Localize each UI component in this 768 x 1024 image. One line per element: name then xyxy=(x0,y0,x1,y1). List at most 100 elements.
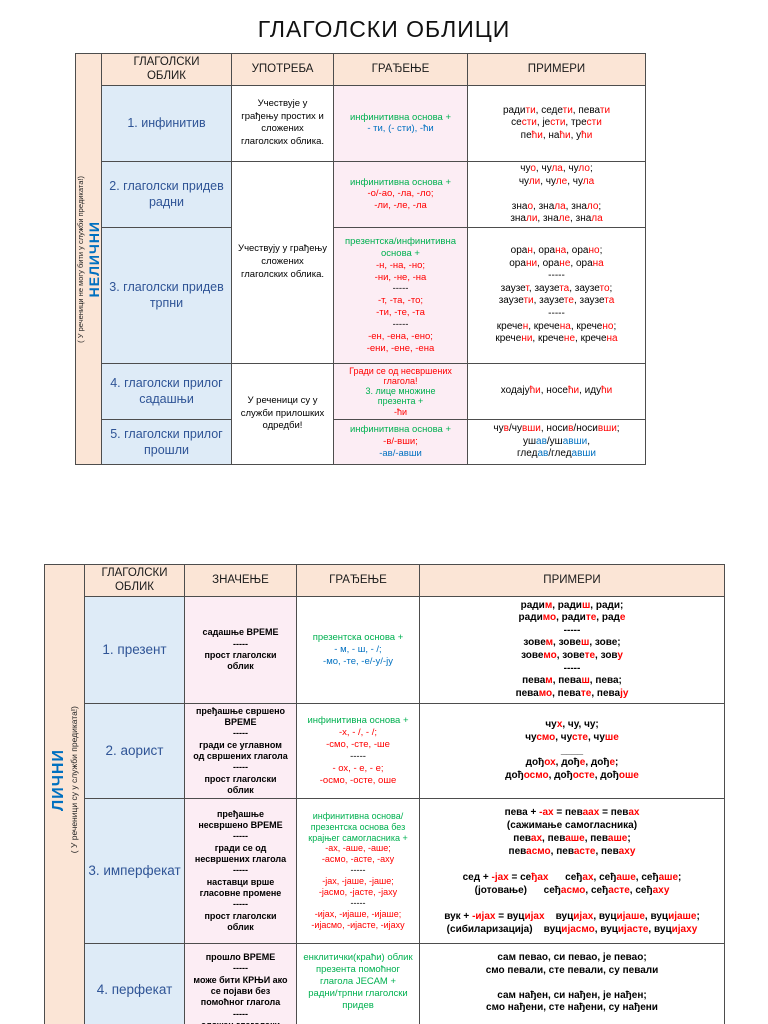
text-line: радимо, радите, раде xyxy=(518,612,626,624)
build-prilog-sadasnji: Гради се од несвршених глагола!3. лице м… xyxy=(333,362,468,420)
text-line: (сибиларизација) вуцијасмо, вуцијасте, в… xyxy=(446,923,698,935)
text-line: наставци врше гласовне промене xyxy=(199,876,282,898)
examples-prilog-prosli: чув/чувши, носив/носивши;ушав/ушавши,гле… xyxy=(467,418,646,465)
t2-side-label: ЛИЧНИ xyxy=(50,748,67,811)
text-line: -о/-ао, -ла, -ло; xyxy=(367,188,434,200)
t2-side-note: ( У реченици су у служби предиката!) xyxy=(69,706,79,854)
text-line xyxy=(423,858,721,871)
text-line: вук + -ијах = вуцијах вуцијах, вуцијаше,… xyxy=(444,910,700,922)
text-line: певам, певаш, пева; xyxy=(522,675,622,687)
text-line: заузет, заузета, заузето; xyxy=(500,282,613,294)
text-line: -ен, -ена, -ено; xyxy=(368,331,433,343)
page-title: ГЛАГОЛСКИ ОБЛИЦИ xyxy=(257,16,511,42)
text-line: (сажимање самогласника) xyxy=(506,819,638,831)
t1-side-band: ( У реченици не могу бити у служби преди… xyxy=(75,53,102,465)
use-pridevi-merged: Учествују у грађењу сложених глаголских … xyxy=(231,160,334,364)
text-line: Гради се од несвршених глагола! xyxy=(349,366,455,387)
text-line: чуо, чула, чуло; xyxy=(520,162,593,174)
meaning-imperfekat: пређашње несвршено ВРЕМЕ-----гради се од… xyxy=(184,797,297,944)
text-line: -ијах, -ијаше, -ијаше; xyxy=(314,909,402,920)
text-line: ----- xyxy=(233,963,248,974)
text-line: -ијасмо, -ијасте, -ијаху xyxy=(311,920,405,931)
text-line: гради се углавном од свршених глагола xyxy=(193,739,288,761)
text-line: -т, -та, -то; xyxy=(377,295,424,307)
use-prilozi-merged: У реченици су у служби прилошких одредби… xyxy=(231,362,334,465)
use-infinitiv: Учествује у грађењу простих и сложених г… xyxy=(231,84,334,162)
t1-row-pridev-trpni: 3. глаголски придев трпни презентска/инф… xyxy=(76,226,646,364)
text-line: ----- xyxy=(233,899,248,910)
form-name-infinitiv: 1. инфинитив xyxy=(101,84,232,162)
text-line: певах, певаше, певаше; xyxy=(513,832,631,844)
t2-header-examples: ПРИМЕРИ xyxy=(419,563,725,597)
text-line: сед + -јах = сеђах сеђах, сеђаше, сеђаше… xyxy=(462,871,682,883)
text-line: гледав/гледавши xyxy=(516,448,597,460)
text-line: пређашње несвршено ВРЕМЕ xyxy=(198,808,283,830)
text-line: ----- xyxy=(392,283,409,295)
text-line: смо певали, сте певали, су певали xyxy=(485,964,659,976)
text-line: смо нађени, сте нађени, су нађени xyxy=(486,1002,658,1014)
t1-row-prilog-prosli: 5. глаголски прилог прошли инфинитивна о… xyxy=(76,418,646,465)
text-line: -јасмо, -јасте, -јаху xyxy=(318,887,398,898)
t2-row-prezent: 1. презент садашње ВРЕМЕ ----- прост глаго… xyxy=(45,595,725,704)
text-line: пева + -ах = певаах = певах xyxy=(504,806,640,818)
text-line: презента + xyxy=(377,396,424,407)
text-line: ГЛАГОЛСКИ xyxy=(133,56,200,68)
text-line: инфинитивна основа + xyxy=(349,176,452,188)
form-name-prezent: 1. презент xyxy=(84,595,185,704)
text-line: презентска/инфинитивна xyxy=(344,235,457,247)
text-line: ----- xyxy=(233,865,248,876)
examples-aorist: чух, чу, чу;чусмо, чусте, чуше____дођох,… xyxy=(419,702,725,799)
build-imperfekat: инфинитивна основа/презентска основа без… xyxy=(296,797,420,944)
text-line: 3. лице множине xyxy=(365,386,436,397)
text-line: ----- xyxy=(563,662,581,674)
examples-imperfekat: пева + -ах = певаах = певах(сажимање сам… xyxy=(419,797,725,944)
text-line: ----- xyxy=(350,898,366,909)
text-line: знао, знала, знало; xyxy=(511,200,602,212)
text-line: садашње ВРЕМЕ xyxy=(202,627,279,638)
examples-pridev-radni: чуо, чула, чуло;чули, чуле, чула знао, з… xyxy=(467,160,646,228)
text-line: зовем, зовеш, зове; xyxy=(523,637,621,649)
text-line: прост глаголски облик xyxy=(204,910,280,932)
text-line: зовемо, зовете, зову xyxy=(521,649,623,661)
text-line: -мо, -те, -е/-у/-ју xyxy=(323,655,393,667)
form-name-prilog-sadasnji: 4. глаголски прилог садашњи xyxy=(101,362,232,420)
t1-row-pridev-radni: 2. глаголски придев радни Учествују у гр… xyxy=(76,160,646,364)
t1-header-examples: ПРИМЕРИ xyxy=(467,53,646,86)
text-line: прошло ВРЕМЕ xyxy=(205,951,276,962)
text-line: инфинитивна основа + xyxy=(349,111,452,123)
text-line: - ох, - е, - е; xyxy=(332,762,384,774)
text-line: ----- xyxy=(233,728,248,739)
build-prilog-prosli: инфинитивна основа +-в/-вши;-ав/-авши xyxy=(333,418,468,465)
examples-perfekat: сам певао, си певао, је певао;смо певали… xyxy=(419,942,725,1024)
t1-header-build: ГРАЂЕЊЕ xyxy=(333,53,468,86)
text-line: ходајући, носећи, идући xyxy=(500,385,613,397)
text-line: презентска основа + xyxy=(312,631,404,643)
t2-row-aorist: 2. аорист пређашње свршено ВРЕМЕ-----гра… xyxy=(45,702,725,799)
text-line: -ав/-авши xyxy=(379,447,422,459)
text-line: инфинитивна основа + xyxy=(349,423,452,435)
text-line: чув/чувши, носив/носивши; xyxy=(493,423,620,435)
form-name-aorist: 2. аорист xyxy=(84,702,185,799)
text-line: прост глаголски облик xyxy=(204,649,280,672)
text-line: сам певао, си певао, је певао; xyxy=(497,951,647,963)
text-line: (јотовање) сеђасмо, сеђасте, сеђаху xyxy=(474,884,670,896)
nonfinite-forms-table: ( У реченици не могу бити у служби преди… xyxy=(75,53,646,465)
form-name-imperfekat: 3. имперфекат xyxy=(84,797,185,944)
t2-side-band: ЛИЧНИ ( У реченици су у служби предиката… xyxy=(44,563,85,1024)
finite-forms-table: ЛИЧНИ ( У реченици су у служби предиката… xyxy=(44,563,725,1024)
t2-header-build: ГРАЂЕЊЕ xyxy=(296,563,420,597)
text-line: инфинитивна основа/ xyxy=(312,810,404,821)
text-line: пређашње свршено ВРЕМЕ xyxy=(195,705,288,727)
text-line: прост глаголски облик xyxy=(204,773,280,795)
t1-header-row: ( У реченици не могу бити у служби преди… xyxy=(75,53,646,465)
text-line: -ах, -аше, -аше; xyxy=(325,843,391,854)
form-name-pridev-trpni: 3. глаголски придев трпни xyxy=(101,226,232,364)
text-line: -ени, -ене, -ена xyxy=(366,343,435,355)
text-line: презента помоћног xyxy=(316,963,400,975)
text-line: чух, чу, чу; xyxy=(545,719,599,731)
examples-pridev-trpni: оран, орана, орано;орани, оране, орана--… xyxy=(467,226,646,364)
